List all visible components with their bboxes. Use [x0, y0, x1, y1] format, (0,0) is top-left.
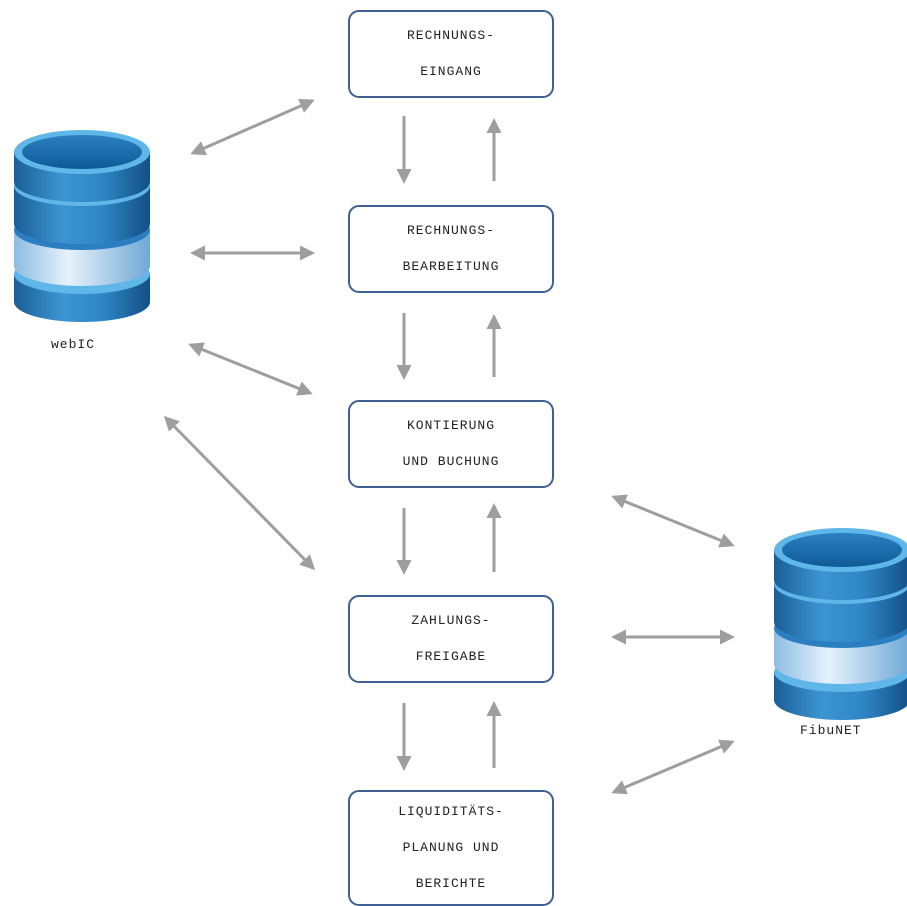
- step-kontierung-buchung: KONTIERUNG UND BUCHUNG: [348, 400, 554, 488]
- link-fibunet-kontierung: [611, 494, 735, 548]
- step-zahlungsfreigabe: ZAHLUNGS- FREIGABE: [348, 595, 554, 683]
- link-webic-kontierung: [188, 342, 313, 396]
- step-label-line: UND BUCHUNG: [402, 454, 500, 469]
- step-liquiditaetsplanung: LIQUIDITÄTS- PLANUNG UND BERICHTE: [348, 790, 554, 906]
- fibunet-connectors: [611, 494, 735, 795]
- vertical-arrows: [396, 116, 502, 771]
- webic-connectors: [163, 98, 316, 571]
- step-label-line: BERICHTE: [415, 876, 487, 891]
- step-label-line: ZAHLUNGS-: [411, 613, 491, 628]
- step-label-line: LIQUIDITÄTS-: [398, 804, 504, 819]
- step-label-line: EINGANG: [420, 64, 482, 79]
- database-label-webic: webIC: [51, 337, 96, 352]
- link-webic-eingang: [190, 98, 315, 156]
- database-label-fibunet: FibuNET: [800, 723, 862, 738]
- step-label-line: BEARBEITUNG: [402, 259, 500, 274]
- step-label-line: RECHNUNGS-: [406, 223, 495, 238]
- database-icon: [774, 528, 907, 720]
- database-icon: [14, 130, 150, 322]
- step-rechnungseingang: RECHNUNGS- EINGANG: [348, 10, 554, 98]
- step-rechnungsbearbeitung: RECHNUNGS- BEARBEITUNG: [348, 205, 554, 293]
- step-label-line: FREIGABE: [415, 649, 487, 664]
- step-label-line: RECHNUNGS-: [406, 28, 495, 43]
- step-label-line: KONTIERUNG: [406, 418, 495, 433]
- link-fibunet-liquiditaet: [611, 739, 735, 795]
- link-webic-zahlung: [163, 415, 316, 571]
- step-label-line: PLANUNG UND: [402, 840, 500, 855]
